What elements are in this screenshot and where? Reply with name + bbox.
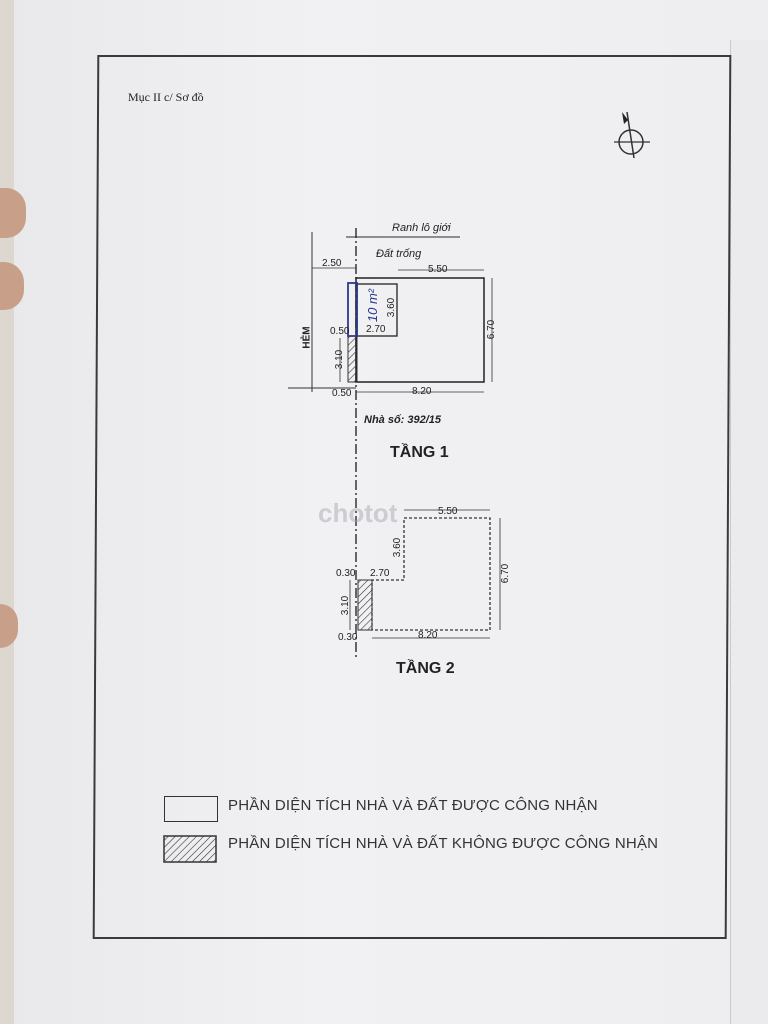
floor1-dim-top: 5.50 xyxy=(428,264,448,275)
floor2-hatched-area xyxy=(357,579,373,631)
floor1-handwritten-area: 10 m² xyxy=(365,288,381,323)
floor2-dim-left-upper: 0.30 xyxy=(336,568,356,579)
house-number: Nhà số: 392/15 xyxy=(364,414,442,426)
floor2-dim-top: 5.50 xyxy=(438,506,458,517)
floor1-title: TẦNG 1 xyxy=(390,444,449,461)
boundary-label: Ranh lô giới xyxy=(392,222,451,234)
floor2-dim-bottom: 8.20 xyxy=(418,630,438,641)
legend-recognized-swatch xyxy=(164,796,218,822)
paper-sheet xyxy=(14,0,768,1024)
empty-lot-label: Đất trống xyxy=(376,248,422,260)
watermark: chotot xyxy=(318,498,398,528)
floor1-dim-left-lower: 3.10 xyxy=(334,349,346,370)
legend-recognized-text: PHẦN DIỆN TÍCH NHÀ VÀ ĐẤT ĐƯỢC CÔNG NHẬN xyxy=(228,797,598,814)
floor2-outline xyxy=(357,517,491,631)
floor1-handwritten-mark xyxy=(347,282,358,337)
legend-hatched-swatch xyxy=(163,835,217,863)
floor2-title: TẦNG 2 xyxy=(396,660,455,677)
floor1-dim-notch-width: 2.70 xyxy=(366,324,386,335)
floor1-dim-bottom: 8.20 xyxy=(412,386,432,397)
floor1-dim-left-upper: 0.50 xyxy=(330,326,350,337)
finger-middle xyxy=(0,262,24,310)
alley-label: HẺM xyxy=(301,326,313,349)
floor1-hatched-area xyxy=(347,335,358,383)
legend-not-recognized-text: PHẦN DIỆN TÍCH NHÀ VÀ ĐẤT KHÔNG ĐƯỢC CÔN… xyxy=(228,835,659,852)
floor1-dim-bottom-left: 0.50 xyxy=(332,388,352,399)
floor2-dim-notch-width: 2.70 xyxy=(370,568,390,579)
finger-top xyxy=(0,188,26,238)
page-title: Mục II c/ Sơ đồ xyxy=(128,90,204,104)
floor2-dim-notch-height: 3.60 xyxy=(392,537,404,558)
floor2-dim-left-lower: 3.10 xyxy=(340,595,352,616)
dim-setback: 2.50 xyxy=(322,258,342,269)
floor1-dim-right: 6.70 xyxy=(486,319,498,340)
finger-bottom xyxy=(0,604,18,648)
floor1-outline xyxy=(347,277,485,383)
floor2-dim-bottom-left: 0.30 xyxy=(338,632,358,643)
floor1-dim-notch-height: 3.60 xyxy=(386,297,398,318)
next-page-edge xyxy=(730,40,768,1024)
north-arrow-icon xyxy=(614,111,650,159)
floor2-dim-right: 6.70 xyxy=(500,563,512,584)
